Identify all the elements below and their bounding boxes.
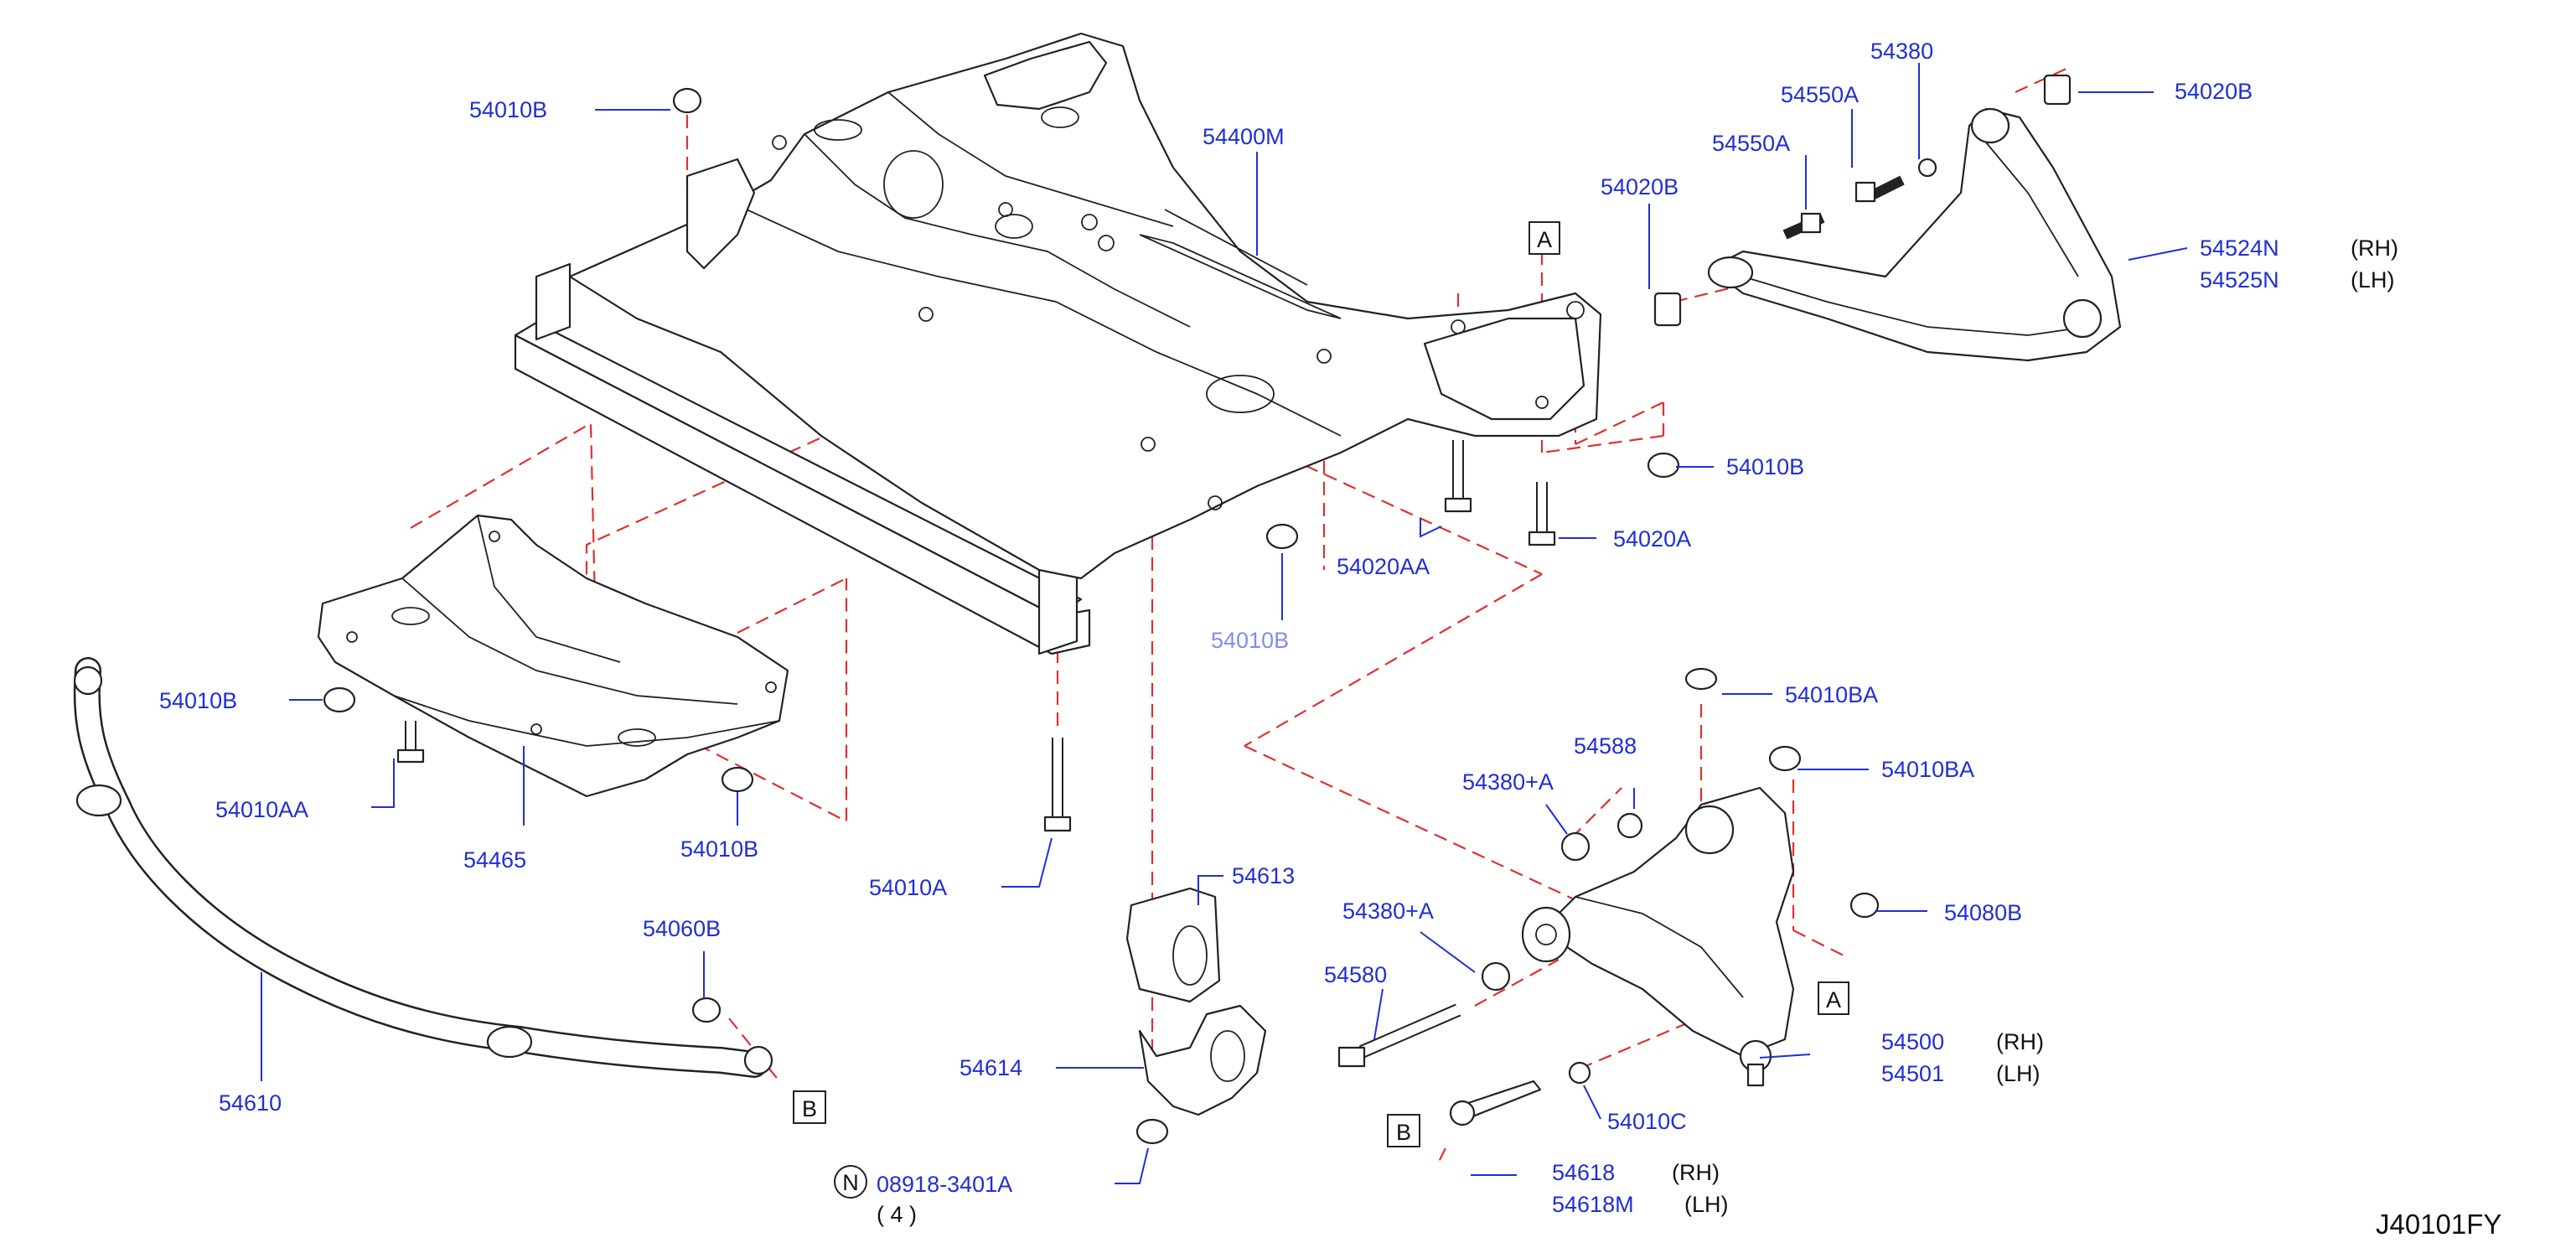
- label-54618: 54618: [1552, 1160, 1615, 1185]
- label-54580: 54580: [1324, 962, 1387, 987]
- label-54380: 54380: [1870, 39, 1933, 64]
- label-54465: 54465: [463, 847, 526, 873]
- label-54010B-lower: 54010B: [680, 836, 758, 862]
- front-suspension-member: [514, 32, 1602, 655]
- label-54080B: 54080B: [1944, 900, 2022, 925]
- leader-lines: [261, 63, 2188, 1184]
- label-lh-1: (LH): [2351, 267, 2395, 293]
- label-54524N: 54524N: [2200, 236, 2279, 261]
- stabilizer-bar: [73, 657, 773, 1078]
- label-54010BA-mid: 54010BA: [1881, 757, 1974, 782]
- label-08918-3401A: 08918-3401A: [877, 1172, 1012, 1197]
- label-54060B: 54060B: [643, 916, 721, 941]
- label-rh-2: (RH): [1996, 1029, 2044, 1054]
- callout-a-bottom: A: [1818, 981, 1849, 1015]
- callout-n-symbol: N: [834, 1165, 867, 1199]
- label-54020B-top: 54020B: [2175, 79, 2253, 104]
- label-lh-3: (LH): [1684, 1192, 1729, 1217]
- label-54400M: 54400M: [1203, 124, 1285, 149]
- label-54020AA: 54020AA: [1337, 554, 1430, 579]
- label-54618M: 54618M: [1552, 1192, 1634, 1217]
- label-rh-3: (RH): [1672, 1160, 1720, 1185]
- label-54501: 54501: [1881, 1061, 1944, 1086]
- label-54010C: 54010C: [1607, 1109, 1687, 1134]
- svg-text:A: A: [1537, 227, 1552, 252]
- diagram-code: J40101FY: [2376, 1209, 2501, 1240]
- lower-brace: [317, 514, 789, 798]
- label-54010B-right: 54010B: [1726, 454, 1804, 479]
- label-54380A-top: 54380+A: [1462, 769, 1554, 795]
- svg-text:B: B: [1396, 1120, 1411, 1145]
- label-rh-1: (RH): [2351, 236, 2398, 261]
- callout-a-top: A: [1529, 221, 1560, 255]
- label-54010B-top: 54010B: [469, 97, 547, 122]
- label-54010B-left: 54010B: [159, 688, 237, 713]
- label-54020A: 54020A: [1613, 526, 1691, 552]
- label-54525N: 54525N: [2200, 267, 2279, 293]
- svg-text:B: B: [802, 1096, 817, 1121]
- label-54588: 54588: [1574, 733, 1637, 759]
- callout-b-right: B: [1387, 1114, 1420, 1147]
- bush-bracket: [1125, 887, 1267, 1116]
- label-54010AA: 54010AA: [215, 797, 308, 822]
- label-54500: 54500: [1881, 1029, 1944, 1054]
- label-54550A-top: 54550A: [1781, 82, 1859, 107]
- svg-text:N: N: [842, 1170, 859, 1195]
- part-labels: 54010B 54400M 54380 54020B 54550A 54550A…: [159, 39, 2398, 1227]
- hardware: [323, 74, 2072, 1145]
- label-obscured: 54010B: [1211, 628, 1289, 653]
- label-54550A-mid: 54550A: [1712, 131, 1790, 156]
- label-54010BA-top: 54010BA: [1785, 682, 1878, 707]
- label-54613: 54613: [1232, 863, 1295, 888]
- label-lh-2: (LH): [1996, 1061, 2041, 1086]
- label-54380A-mid: 54380+A: [1342, 898, 1434, 924]
- label-54020B-mid: 54020B: [1601, 174, 1679, 199]
- label-54614: 54614: [960, 1055, 1022, 1080]
- label-54010A: 54010A: [869, 875, 947, 900]
- svg-text:A: A: [1826, 987, 1841, 1012]
- lower-link: [1521, 786, 1795, 1087]
- upper-link: [1707, 107, 2122, 362]
- label-08918-qty: ( 4 ): [877, 1202, 917, 1227]
- label-54610: 54610: [219, 1090, 282, 1116]
- callout-b-left: B: [793, 1090, 826, 1124]
